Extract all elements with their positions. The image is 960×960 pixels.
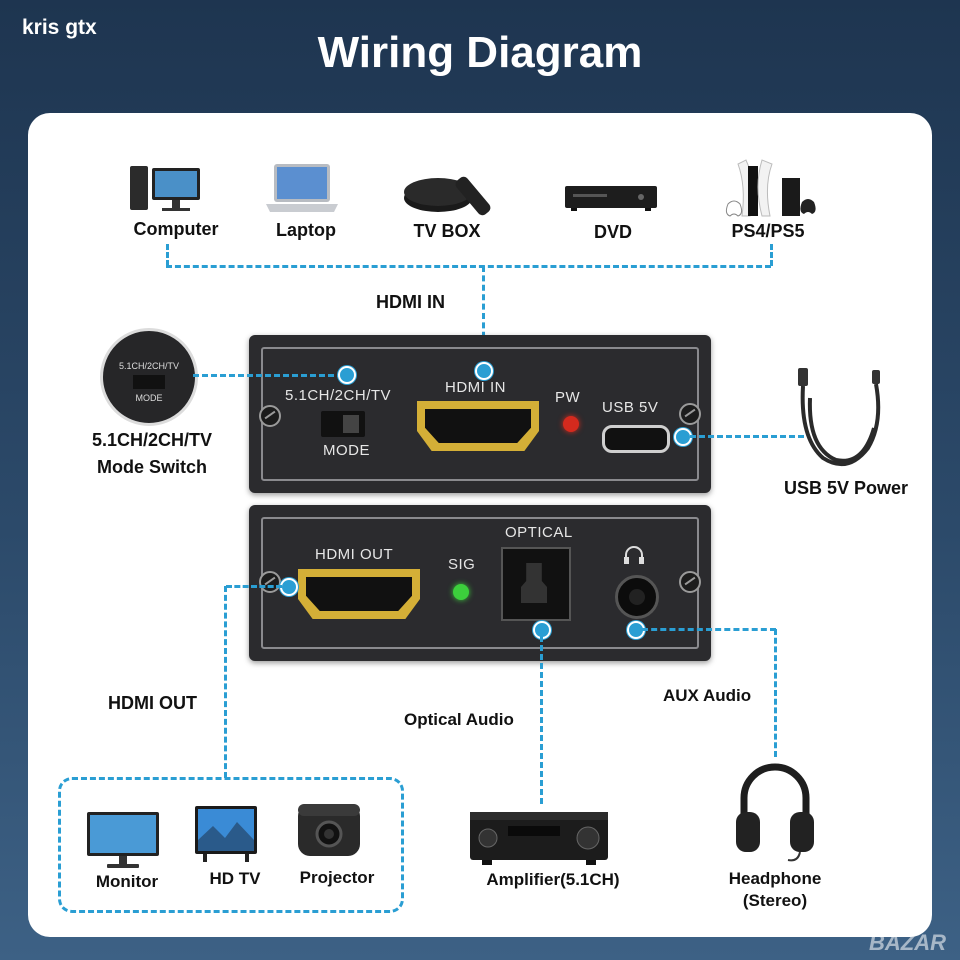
mode-switch-label-line2: Mode Switch — [96, 457, 207, 477]
extractor-back-face: HDMI OUT SIG OPTICAL — [249, 505, 711, 661]
page-title: Wiring Diagram — [317, 28, 643, 77]
hdmi-in-label: HDMI IN — [376, 292, 445, 312]
device-optical-label: OPTICAL — [505, 524, 573, 541]
connector-dot — [338, 366, 356, 384]
connector-line — [774, 629, 777, 757]
game-console-icon — [724, 156, 824, 220]
inset-switch — [133, 375, 165, 389]
projector-icon — [294, 796, 364, 860]
connector-line — [482, 266, 485, 366]
source-label-laptop: Laptop — [276, 220, 336, 240]
device-switch-label: 5.1CH/2CH/TV — [285, 387, 392, 404]
monitor-icon — [85, 810, 161, 872]
dvd-player-icon — [563, 180, 659, 216]
connector-line — [770, 244, 773, 266]
optical-audio-label: Optical Audio — [404, 710, 514, 729]
connector-line — [226, 585, 282, 588]
connector-line — [166, 244, 169, 266]
inset-switch-label: 5.1CH/2CH/TV — [118, 361, 180, 371]
source-label-ps4-ps5: PS4/PS5 — [731, 221, 805, 241]
hdmi-in-port[interactable] — [417, 401, 539, 451]
aux-audio-jack[interactable] — [615, 575, 659, 619]
screw — [259, 405, 281, 427]
device-hdmi-in-label: HDMI IN — [445, 379, 506, 396]
connector-line — [224, 586, 227, 778]
hdmi-out-label: HDMI OUT — [108, 693, 197, 713]
aux-audio-label: AUX Audio — [663, 686, 752, 705]
device-usb-label: USB 5V — [602, 399, 659, 416]
usb-power-label: USB 5V Power — [783, 478, 909, 498]
device-mode-label: MODE — [323, 442, 370, 459]
connector-line — [690, 435, 804, 438]
connector-line — [166, 265, 771, 268]
watermark-logo: BAZAR — [869, 930, 946, 955]
hdtv-icon — [193, 800, 259, 866]
power-led — [563, 416, 579, 432]
amplifier-icon — [468, 806, 610, 866]
connector-line — [193, 374, 343, 377]
connector-dot — [475, 362, 493, 380]
connector-line — [642, 628, 776, 631]
amplifier-label: Amplifier(5.1CH) — [486, 870, 620, 889]
tv-box-icon — [400, 162, 505, 218]
usb-cable-icon — [788, 368, 888, 472]
headphone-icon — [732, 756, 818, 862]
source-label-computer: Computer — [133, 219, 219, 239]
usb-port[interactable] — [602, 425, 670, 453]
source-label-tv-box: TV BOX — [413, 221, 481, 241]
headphone-label-line1: Headphone — [728, 869, 822, 888]
extractor-top-face: 5.1CH/2CH/TV MODE HDMI IN PW USB 5V — [249, 335, 711, 493]
connector-line — [540, 636, 543, 804]
display-label-monitor: Monitor — [95, 872, 159, 891]
optical-port[interactable] — [501, 547, 571, 621]
computer-icon — [126, 160, 206, 216]
hdmi-out-port[interactable] — [298, 569, 420, 619]
screw — [679, 571, 701, 593]
laptop-icon — [262, 160, 342, 216]
device-hdmi-out-label: HDMI OUT — [315, 546, 394, 563]
brand-text: kris gtx — [22, 16, 97, 39]
device-sig-label: SIG — [448, 556, 476, 573]
headphone-label-line2: (Stereo) — [742, 891, 808, 910]
mode-switch-zoom-inset: 5.1CH/2CH/TV MODE — [100, 328, 198, 426]
screw — [679, 403, 701, 425]
mode-switch[interactable] — [321, 411, 365, 437]
inset-mode-label: MODE — [135, 393, 163, 403]
signal-led — [453, 584, 469, 600]
display-outputs-group — [58, 777, 404, 913]
source-label-dvd: DVD — [593, 222, 632, 242]
display-label-hdtv: HD TV — [209, 869, 261, 888]
connector-dot — [280, 578, 298, 596]
headphone-symbol-icon — [623, 545, 645, 565]
display-label-projector: Projector — [299, 868, 375, 887]
device-pw-label: PW — [555, 389, 581, 406]
mode-switch-label-line1: 5.1CH/2CH/TV — [91, 430, 213, 450]
screw — [259, 571, 281, 593]
